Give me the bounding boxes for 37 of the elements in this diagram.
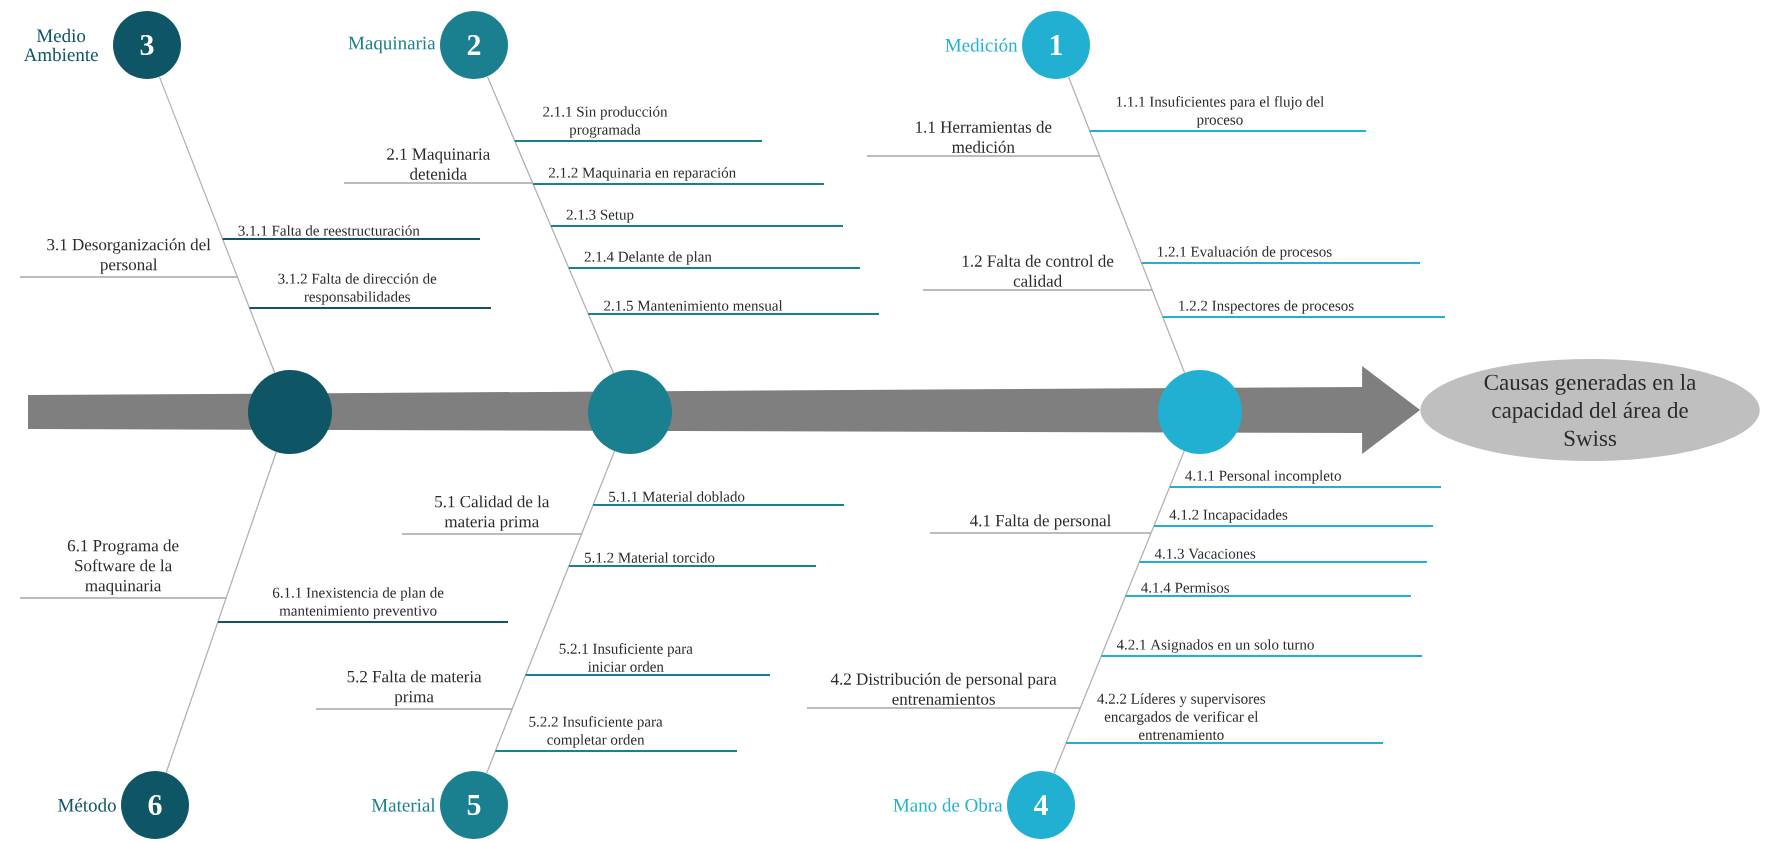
category-label: Medio Ambiente <box>23 28 98 62</box>
cause-label: 4.1.3 Vacaciones <box>1138 548 1428 563</box>
bone-line <box>485 450 616 774</box>
junction-circle <box>588 370 672 454</box>
cause-label: 5.1.1 Material doblado <box>592 491 845 506</box>
cause-label: 2.1.4 Delante de plan <box>567 251 861 269</box>
cause-label: 5.2.2 Insuficiente para completar orden <box>494 716 738 752</box>
bone-line <box>158 76 276 374</box>
cause-label: 3.1.1 Falta de reestructuración <box>221 225 481 240</box>
cause-label: 5.1 Calidad de la materia prima <box>401 495 583 535</box>
cause-label: 5.2.1 Insuficiente para iniciar orden <box>524 643 771 676</box>
cause-label: 2.1 Maquinaria detenida <box>343 148 534 184</box>
cause-label: 2.1.5 Mantenimiento mensual <box>587 300 880 315</box>
category-label: Mano de Obra <box>893 798 1003 812</box>
cause-label: 4.1.1 Personal incompleto <box>1168 470 1442 488</box>
cause-label: 4.1 Falta de personal <box>929 514 1152 534</box>
cause-label: 1.2.2 Inspectores de procesos <box>1161 300 1446 318</box>
cause-label: 4.1.4 Permisos <box>1124 582 1412 597</box>
cause-label: 3.1 Desorganización del personal <box>19 238 239 278</box>
bone-line <box>1067 76 1186 374</box>
category-label: Material <box>371 798 436 812</box>
category-label: Medición <box>945 38 1018 52</box>
bone-line <box>1053 450 1185 774</box>
category-label: Maquinaria <box>348 36 436 54</box>
cause-label: 2.1.2 Maquinaria en reparación <box>532 167 825 185</box>
cause-label: 2.1.1 Sin producción programada <box>513 106 763 142</box>
cause-label: 2.1.3 Setup <box>550 209 844 227</box>
bone-line <box>165 451 277 774</box>
cause-label: 4.1.2 Incapacidades <box>1153 509 1434 527</box>
cause-label: 3.1.2 Falta de dirección de responsabilidades <box>248 273 492 309</box>
junction-circle <box>248 370 332 454</box>
category-label: Método <box>58 798 116 812</box>
junction-circle <box>1158 370 1242 454</box>
bone-line <box>486 75 615 374</box>
cause-label: 4.2.1 Asignados en un solo turno <box>1100 639 1423 657</box>
cause-label: 5.2 Falta de materia prima <box>315 670 513 710</box>
cause-label: 5.1.2 Material torcido <box>568 552 817 567</box>
